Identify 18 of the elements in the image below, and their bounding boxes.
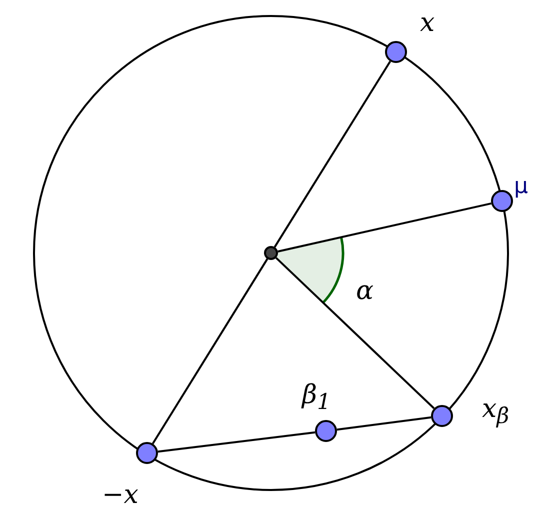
- point-marker: [315, 420, 337, 442]
- point-label: β$_{1}$: [302, 382, 331, 414]
- line-segment: [274, 60, 392, 248]
- point-label: −x: [102, 482, 138, 508]
- line-segment: [336, 416, 432, 431]
- point-marker: [264, 246, 278, 260]
- point-label: x: [420, 10, 435, 36]
- line-segment: [275, 257, 435, 410]
- line-segment: [152, 258, 268, 444]
- point-marker: [385, 41, 407, 63]
- point-marker: [431, 405, 453, 427]
- point-label: μ: [514, 176, 528, 198]
- angle-label: α: [356, 278, 374, 304]
- point-label: x$_{β}$: [482, 396, 510, 428]
- point-marker: [136, 442, 158, 464]
- line-segment: [158, 431, 316, 453]
- line-segment: [278, 202, 492, 252]
- point-marker: [491, 190, 513, 212]
